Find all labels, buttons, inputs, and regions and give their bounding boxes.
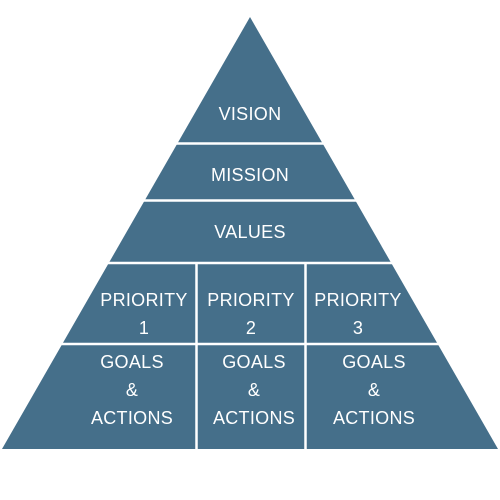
goals-1-line-2: & (125, 380, 139, 400)
priority-3-label: PRIORITY 3 (304, 286, 412, 342)
goals-2-line-3: ACTIONS (212, 408, 296, 428)
goals-1-label: GOALS & ACTIONS (74, 348, 190, 432)
values-label: VALUES (214, 222, 286, 242)
priority-2-label: PRIORITY 2 (196, 286, 306, 342)
goals-2-label: GOALS & ACTIONS (196, 348, 312, 432)
priority-3-number: 3 (352, 318, 364, 338)
goals-2-line-2: & (247, 380, 261, 400)
vision-label: VISION (218, 104, 282, 124)
priority-1-label: PRIORITY 1 (90, 286, 198, 342)
priority-2-word: PRIORITY (207, 290, 295, 310)
goals-3-label: GOALS & ACTIONS (316, 348, 432, 432)
goals-3-line-1: GOALS (342, 352, 406, 372)
goals-3-line-2: & (367, 380, 381, 400)
priority-2-number: 2 (245, 318, 257, 338)
goals-2-line-1: GOALS (222, 352, 286, 372)
priority-1-word: PRIORITY (100, 290, 188, 310)
pyramid-body (2, 17, 498, 449)
goals-1-line-1: GOALS (100, 352, 164, 372)
goals-1-line-3: ACTIONS (90, 408, 174, 428)
priority-1-number: 1 (138, 318, 150, 338)
goals-3-line-3: ACTIONS (332, 408, 416, 428)
mission-label: MISSION (210, 165, 290, 185)
priority-3-word: PRIORITY (314, 290, 402, 310)
